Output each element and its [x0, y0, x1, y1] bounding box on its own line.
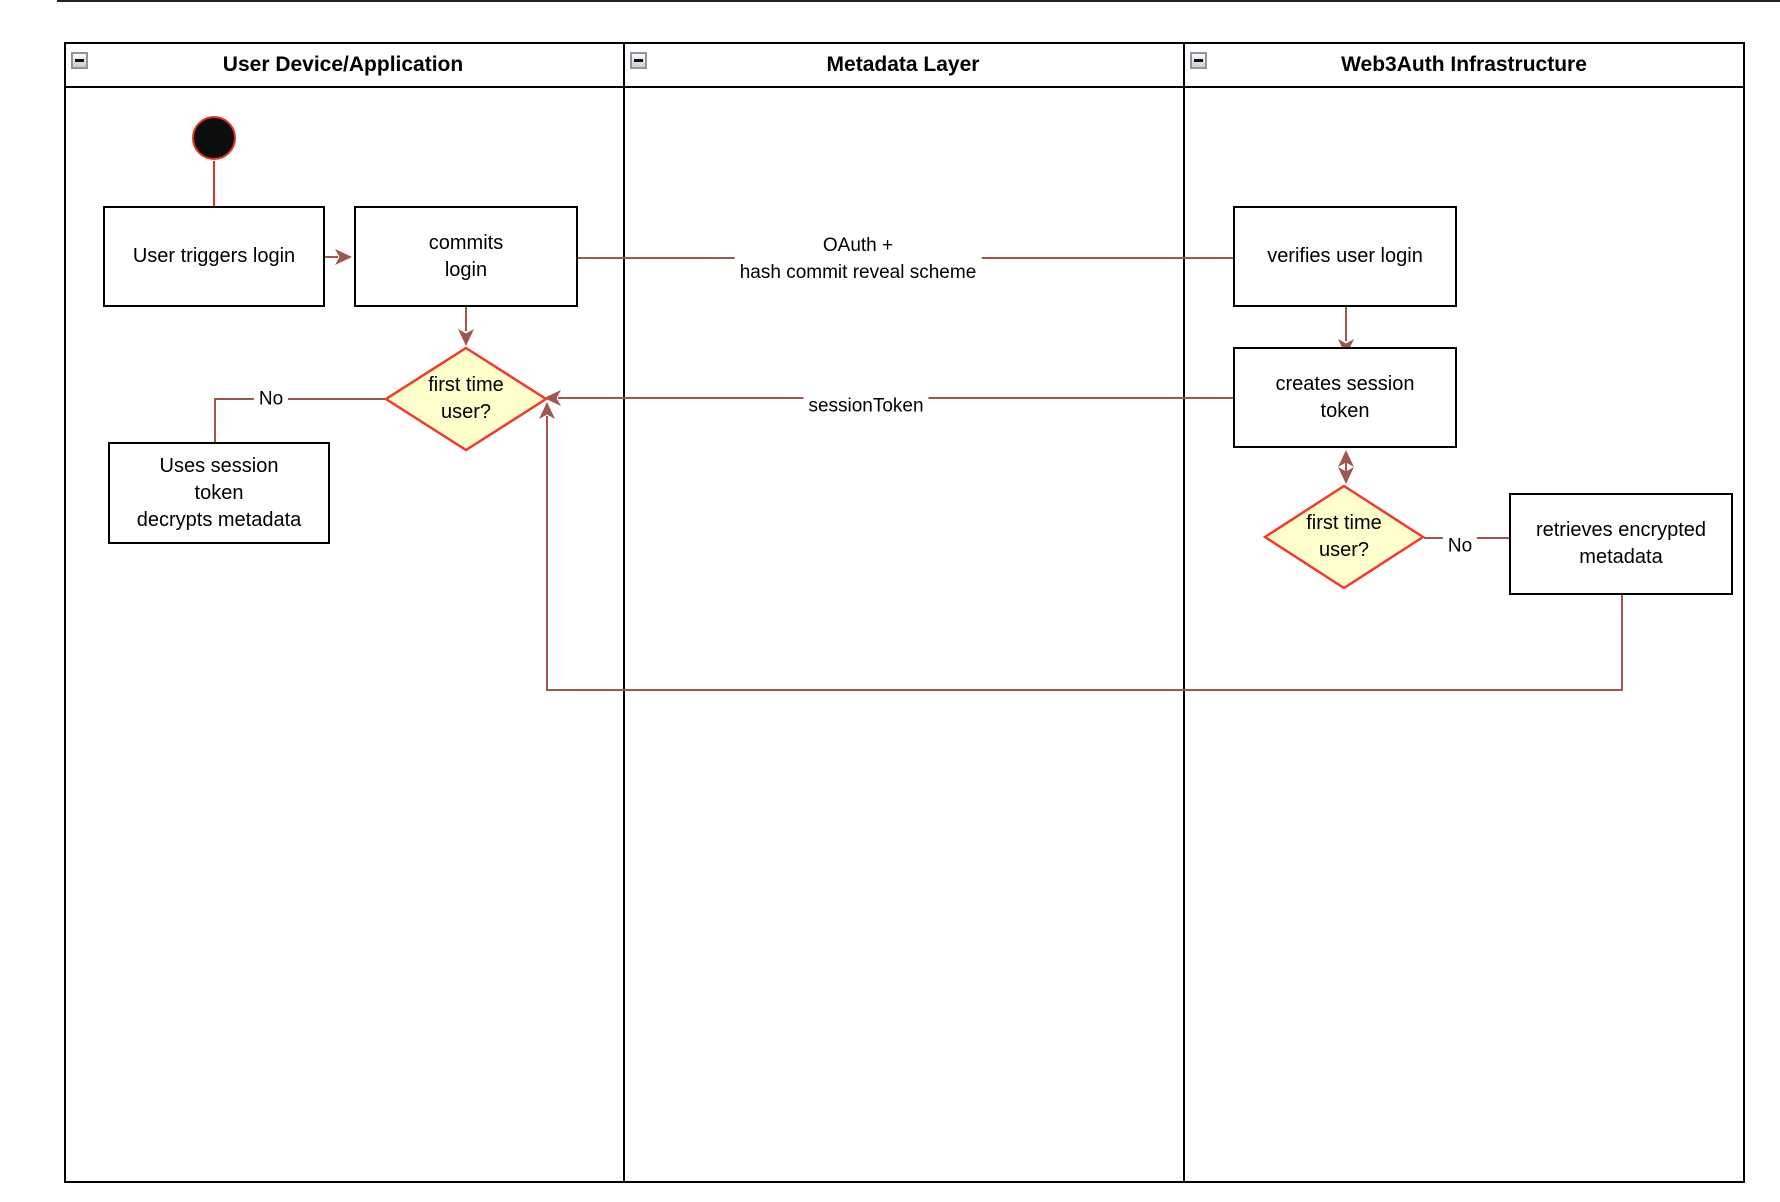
decision-label-first-time-user-client: first time user? — [428, 374, 504, 423]
node-creates-session-token[interactable]: creates session token — [1233, 347, 1457, 448]
minus-icon — [634, 59, 643, 62]
node-retrieves-encrypted-metadata[interactable]: retrieves encrypted metadata — [1509, 493, 1733, 595]
node-user-triggers-login[interactable]: User triggers login — [103, 206, 325, 307]
minus-icon — [1194, 59, 1203, 62]
edge-label-session-token: sessionToken — [803, 392, 929, 420]
collapse-lane-minus-icon[interactable] — [1190, 52, 1207, 69]
lane-divider-1 — [623, 42, 625, 1183]
swimlane-frame — [64, 42, 1745, 1183]
lane-divider-2 — [1183, 42, 1185, 1183]
initial-node[interactable] — [192, 116, 236, 160]
node-uses-session-token[interactable]: Uses session token decrypts metadata — [108, 442, 330, 544]
minus-icon — [75, 59, 84, 62]
edge-label-oauth: OAuth + hash commit reveal scheme — [734, 232, 982, 286]
node-commits-login[interactable]: commits login — [354, 206, 578, 307]
lane-title-user-device: User Device/Application — [222, 53, 464, 76]
node-verifies-user-login[interactable]: verifies user login — [1233, 206, 1457, 307]
top-border-line — [57, 0, 1780, 2]
edge-label-no-server: No — [1442, 532, 1478, 560]
lane-title-web3auth: Web3Auth Infrastructure — [1341, 53, 1587, 76]
collapse-lane-minus-icon[interactable] — [71, 52, 88, 69]
collapse-lane-minus-icon[interactable] — [630, 52, 647, 69]
decision-label-first-time-user-server: first time user? — [1306, 512, 1382, 561]
edge-label-no-client: No — [253, 385, 289, 413]
lane-header-underline — [64, 86, 1745, 88]
lane-title-metadata-layer: Metadata Layer — [826, 53, 980, 76]
